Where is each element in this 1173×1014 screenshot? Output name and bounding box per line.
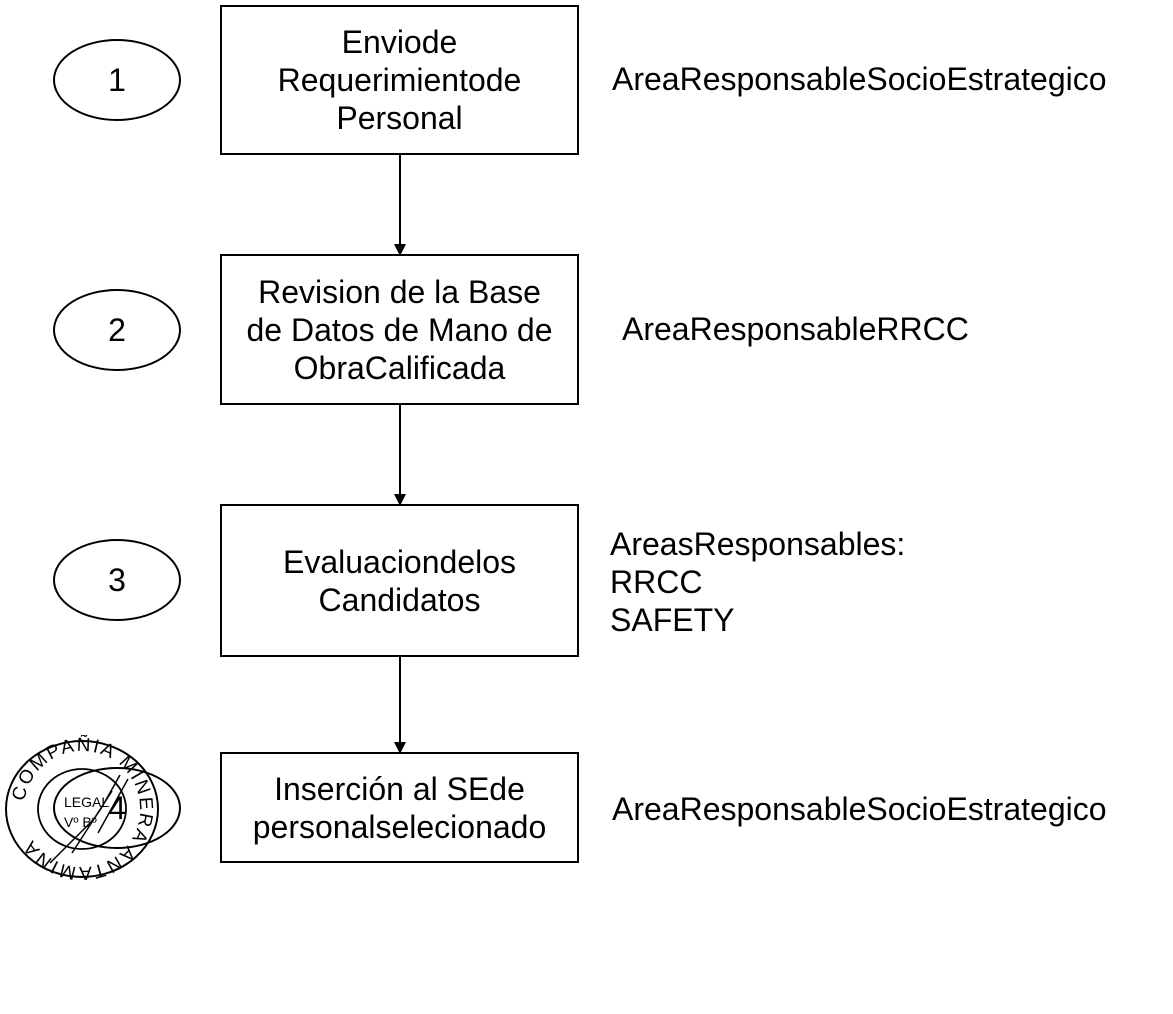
step-2-responsible: AreaResponsableRRCC	[622, 311, 969, 347]
step-3-responsible: AreasResponsables: RRCC SAFETY	[610, 526, 906, 638]
step-2-ellipse	[53, 289, 181, 371]
step-1-ellipse	[53, 39, 181, 121]
step-4-number: 4	[108, 790, 126, 826]
process-box-1: Enviode Requerimientode Personal	[220, 5, 579, 155]
step-3-number: 3	[108, 562, 126, 598]
process-box-3: Evaluaciondelos Candidatos	[220, 504, 579, 657]
process-box-2-text: Revision de la Base de Datos de Mano de …	[246, 273, 553, 386]
process-box-4-text: Inserción al SEde personalselecionado	[252, 770, 547, 845]
process-box-4: Inserción al SEde personalselecionado	[220, 752, 579, 863]
process-box-3-text: Evaluaciondelos Candidatos	[282, 543, 517, 618]
step-3-ellipse	[53, 539, 181, 621]
step-1-number: 1	[108, 62, 126, 98]
step-4-responsible: AreaResponsableSocioEstrategico	[612, 791, 1107, 827]
step-2-number: 2	[108, 312, 126, 348]
legal-seal-stamp: COMPAÑIA MINERA ANTAMINA LEGAL Vº Bº	[5, 735, 159, 880]
process-box-2: Revision de la Base de Datos de Mano de …	[220, 254, 579, 405]
svg-text:LEGAL: LEGAL	[64, 794, 109, 810]
process-box-1-text: Enviode Requerimientode Personal	[277, 24, 522, 136]
step-1-responsible: AreaResponsableSocioEstrategico	[612, 61, 1107, 97]
